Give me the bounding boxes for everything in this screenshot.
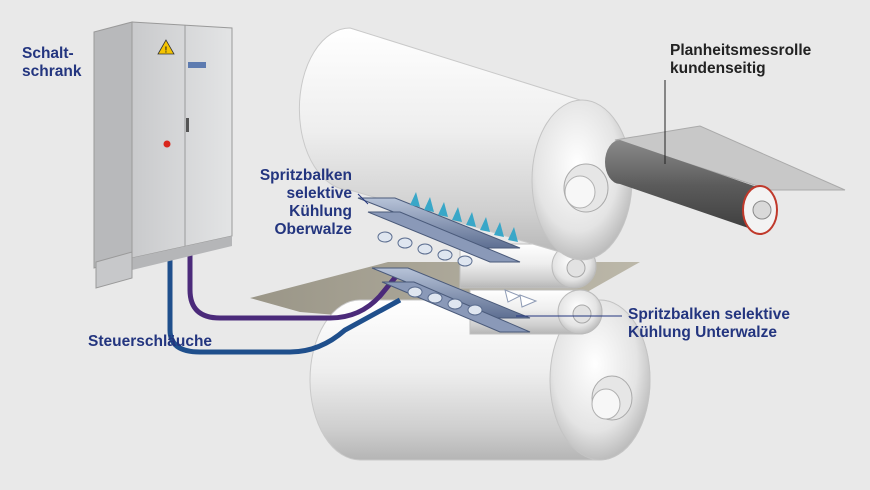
control-hose-purple [187,245,400,321]
hoses-label: Steuerschläuche [88,333,213,350]
flatness-measuring-roll [605,125,846,235]
upper-spray-beam [357,192,521,267]
svg-text:!: ! [165,46,168,55]
emergency-stop-icon [163,140,171,148]
lower-spray-beam [371,267,538,333]
upper-beam-leader [357,193,369,205]
lower-beam-label: Spritzbalken selektive Kühlung Unterwalz… [628,306,790,341]
lower-backup-roll [309,299,651,461]
warning-triangle-icon: ! [157,39,175,55]
cabinet-label: Schalt- schrank [22,45,82,80]
upper-beam-label: Spritzbalken selektive Kühlung Oberwalze [259,167,352,238]
measuring-roll-label: Planheitsmessrolle kundenseitig [670,42,812,77]
control-hose-blue [167,245,402,355]
control-cabinet: ! [93,21,233,289]
nameplate [188,62,206,68]
upper-backup-roll [298,27,633,261]
cabinet-door-handle [186,118,189,132]
